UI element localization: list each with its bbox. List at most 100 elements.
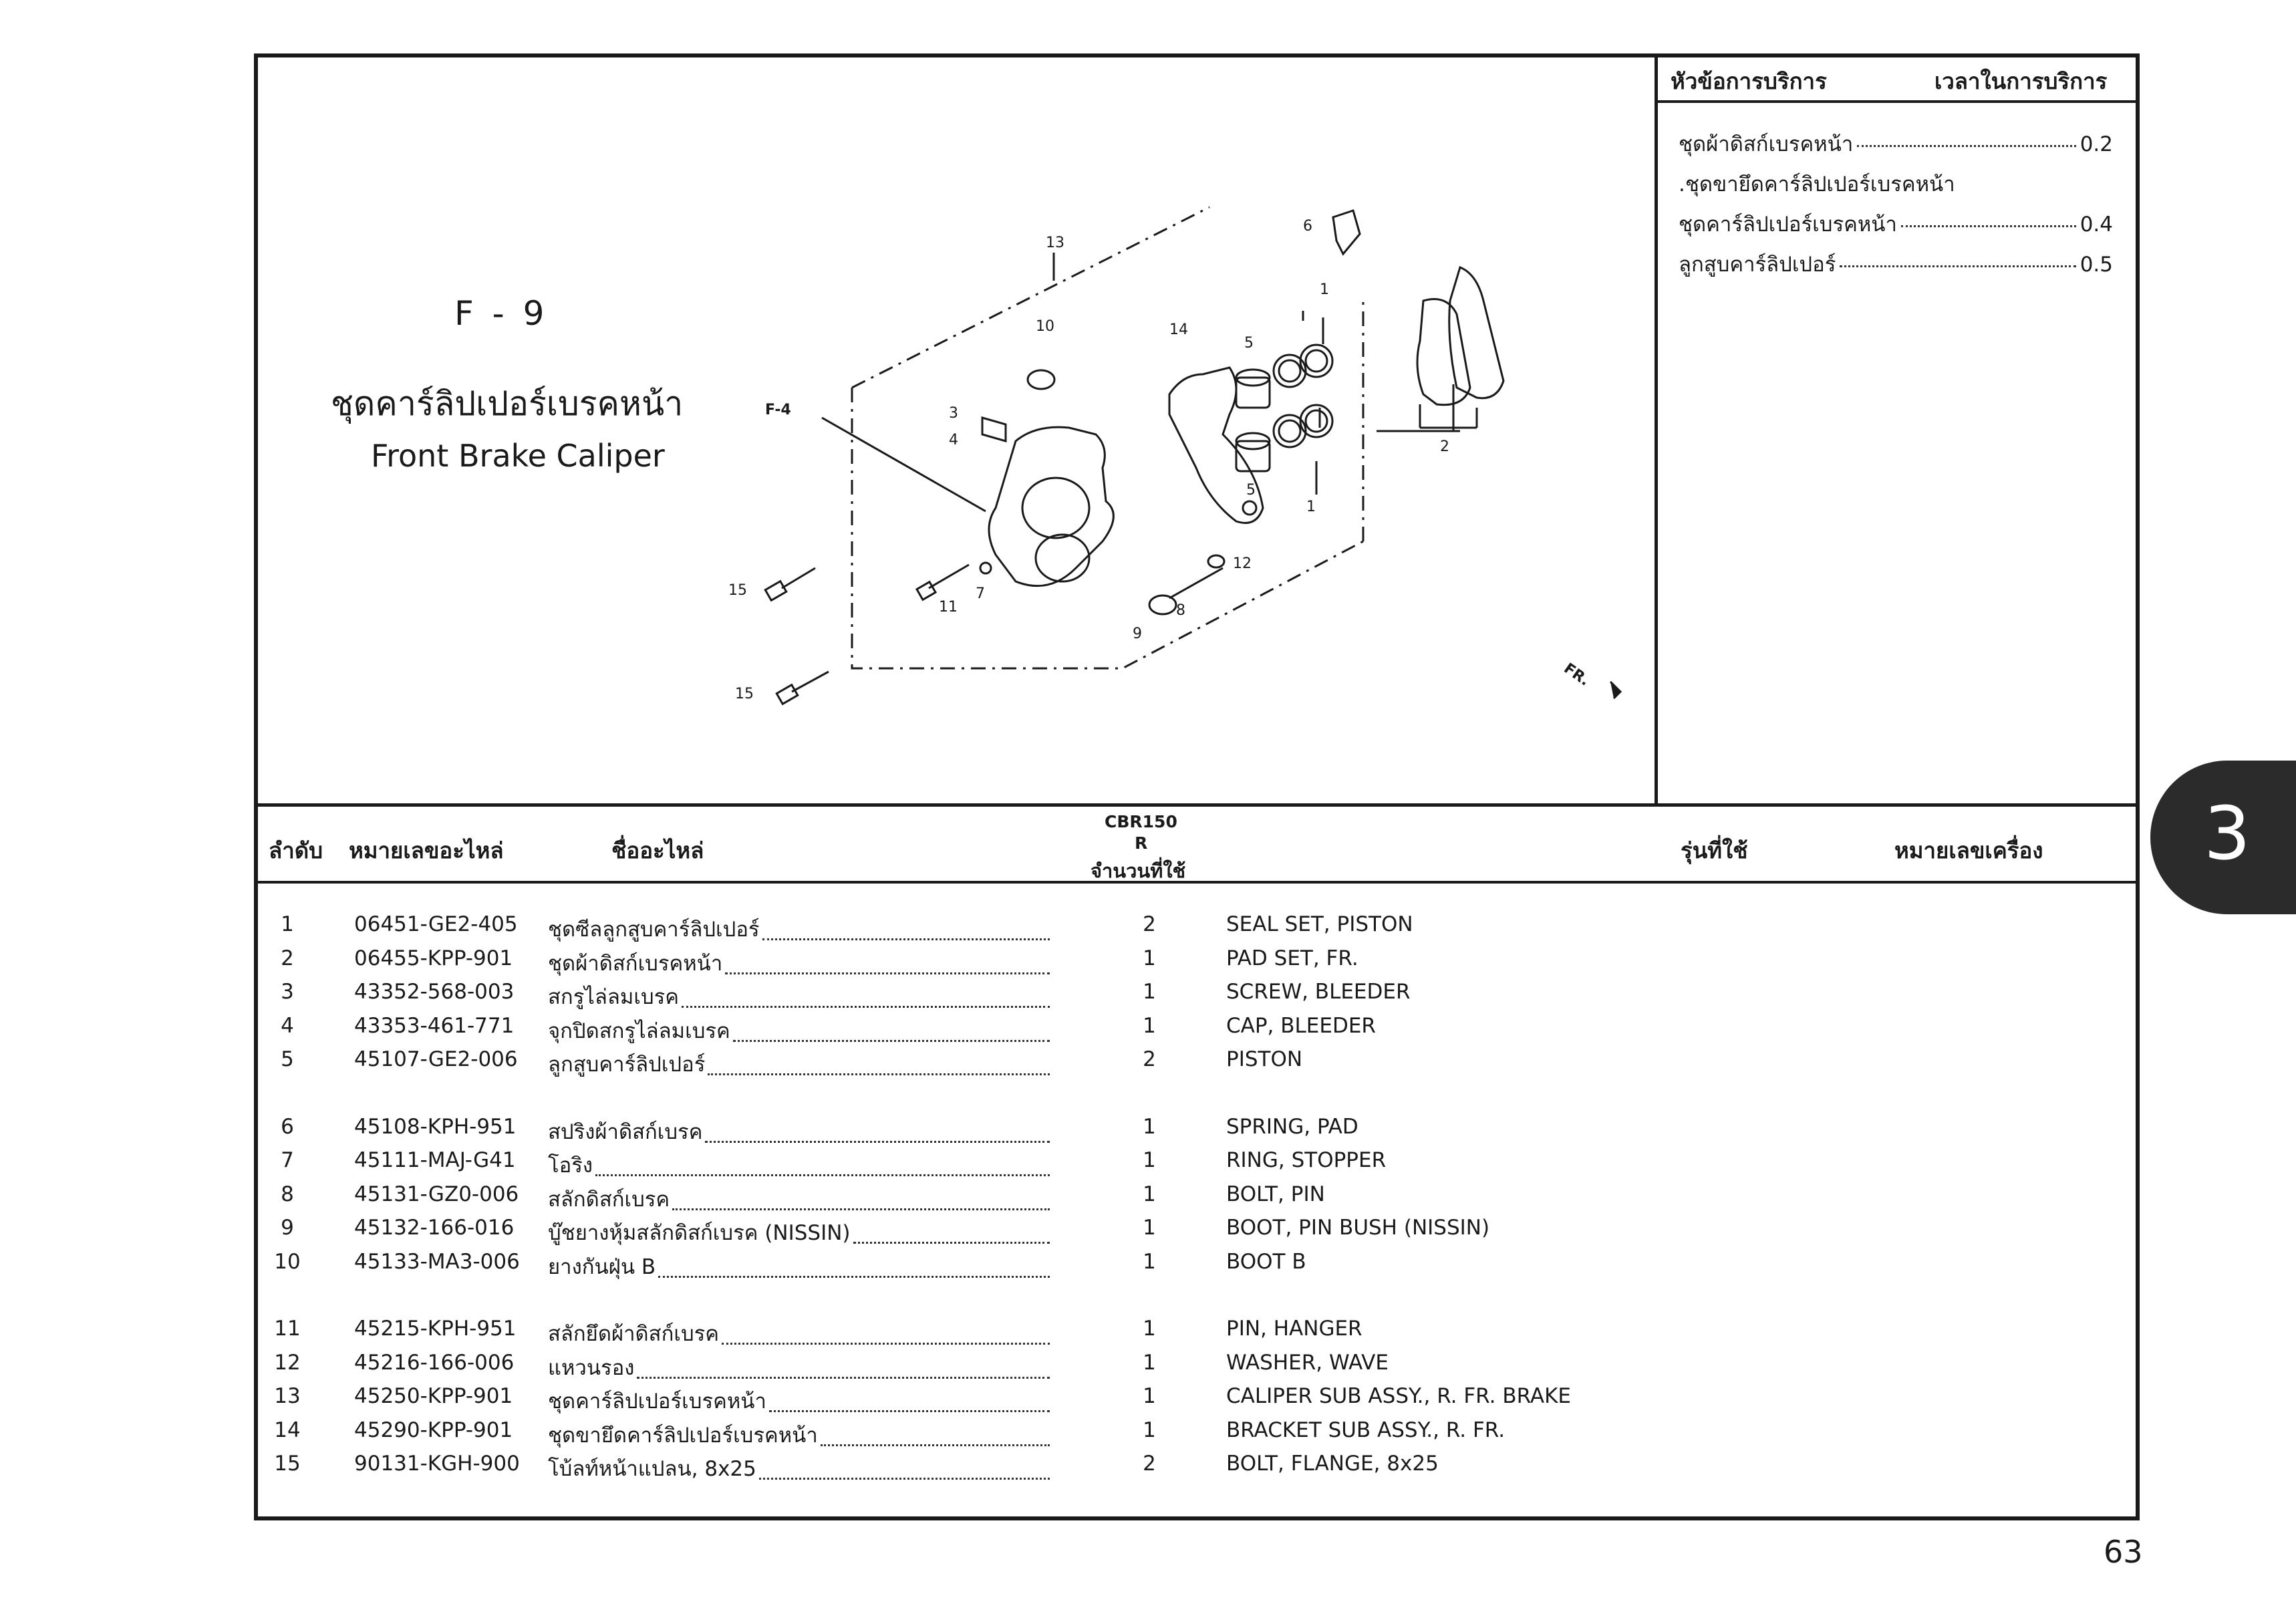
part-name-english: PAD SET, FR.: [1226, 946, 1358, 970]
quantity: 1: [1143, 1182, 1156, 1206]
leader-dots: [1857, 145, 2076, 147]
quantity: 1: [1143, 1216, 1156, 1240]
part-name-thai: บู๊ชยางหุ้มสลักดิสก์เบรค (NISSIN): [548, 1221, 851, 1245]
service-item: .ชุดขายึดคาร์ลิปเปอร์เบรคหน้า: [1679, 167, 2113, 200]
callout-13: 13: [1046, 235, 1064, 251]
service-header-rule: [1655, 100, 2140, 103]
leader-dots: [722, 1311, 1050, 1345]
quantity: 2: [1143, 912, 1156, 936]
header-engine-no: หมายเลขเครื่อง: [1894, 837, 2043, 863]
part-name-english: WASHER, WAVE: [1226, 1350, 1389, 1375]
part-name-thai-cell: ชุดขายึดคาร์ลิปเปอร์เบรคหน้า: [548, 1418, 1052, 1452]
service-item: ลูกสูบคาร์ลิปเปอร์ 0.5: [1679, 247, 2113, 281]
part-name-thai-cell: ลูกสูบคาร์ลิปเปอร์: [548, 1047, 1052, 1081]
part-name-thai: โอริง: [548, 1154, 593, 1178]
quantity: 1: [1143, 1418, 1156, 1442]
part-name-thai-cell: สลักยึดผ้าดิสก์เบรค: [548, 1317, 1052, 1350]
service-item: ชุดผ้าดิสก์เบรคหน้า 0.2: [1679, 127, 2113, 160]
leader-dots: [725, 941, 1050, 974]
header-qty: จำนวนที่ใช้: [1091, 859, 1186, 882]
part-number: 45290-KPP-901: [354, 1418, 513, 1442]
row-number: 7: [281, 1148, 294, 1172]
callout-10: 10: [1036, 318, 1054, 335]
row-number: 15: [274, 1452, 301, 1476]
leader-dots: [708, 1042, 1050, 1075]
quantity: 1: [1143, 1013, 1156, 1038]
part-name-thai: ชุดคาร์ลิปเปอร์เบรคหน้า: [548, 1389, 766, 1414]
quantity: 1: [1143, 946, 1156, 970]
header-model-variant: R: [1135, 833, 1148, 853]
service-item-label: ชุดคาร์ลิปเปอร์เบรคหน้า: [1679, 213, 1897, 237]
part-name-thai-cell: แหวนรอง: [548, 1351, 1052, 1384]
page-number: 63: [2104, 1534, 2143, 1570]
quantity: 1: [1143, 1114, 1156, 1139]
part-name-thai-cell: จุกปิดสกรูไล่ลมเบรค: [548, 1014, 1052, 1047]
part-name-thai: สปริงผ้าดิสก์เบรค: [548, 1119, 703, 1144]
service-topic-header: หัวข้อการบริการ: [1671, 68, 1827, 94]
part-number: 45132-166-016: [354, 1216, 515, 1240]
leader-dots: [672, 1177, 1050, 1210]
leader-dots: [637, 1345, 1050, 1379]
leader-dots: [853, 1210, 1050, 1244]
callout-5-bottom: 5: [1246, 482, 1256, 499]
row-number: 13: [274, 1384, 301, 1408]
part-number: 45108-KPH-951: [354, 1114, 517, 1139]
callout-11: 11: [939, 599, 958, 616]
part-name-english: SCREW, BLEEDER: [1226, 980, 1411, 1004]
service-item-label: ลูกสูบคาร์ลิปเปอร์: [1679, 253, 1836, 277]
service-item-time: 0.2: [2079, 132, 2113, 156]
part-number: 43353-461-771: [354, 1013, 515, 1038]
callout-2: 2: [1440, 438, 1449, 455]
leader-dots: [768, 1379, 1050, 1412]
part-name-english: BOLT, PIN: [1226, 1182, 1325, 1206]
part-name-thai-cell: ชุดคาร์ลิปเปอร์เบรคหน้า: [548, 1384, 1052, 1418]
part-name-english: BOOT B: [1226, 1249, 1306, 1274]
leader-dots: [595, 1143, 1050, 1176]
callout-7: 7: [976, 585, 985, 602]
figure-title-thai: ชุดคาร์ลิปเปอร์เบรคหน้า: [331, 384, 684, 423]
quantity: 1: [1143, 1384, 1156, 1408]
part-name-thai: สลักยึดผ้าดิสก์เบรค: [548, 1322, 720, 1346]
service-item: ชุดคาร์ลิปเปอร์เบรคหน้า 0.4: [1679, 207, 2113, 241]
part-name-english: BRACKET SUB ASSY., R. FR.: [1226, 1418, 1505, 1442]
callout-12: 12: [1233, 555, 1252, 572]
quantity: 2: [1143, 1452, 1156, 1476]
part-name-english: PIN, HANGER: [1226, 1317, 1362, 1341]
part-name-thai-cell: สกรูไล่ลมเบรค: [548, 980, 1052, 1013]
row-number: 5: [281, 1047, 294, 1071]
table-header-top-rule: [254, 803, 2140, 807]
callout-1-bottom: 1: [1306, 499, 1316, 515]
part-name-english: BOLT, FLANGE, 8x25: [1226, 1452, 1439, 1476]
service-item-time: 0.4: [2079, 213, 2113, 237]
header-no: ลำดับ: [269, 837, 323, 863]
header-model: CBR150: [1105, 812, 1177, 831]
quantity: 1: [1143, 1249, 1156, 1274]
quantity: 1: [1143, 1317, 1156, 1341]
part-name-thai: ชุดขายึดคาร์ลิปเปอร์เบรคหน้า: [548, 1423, 818, 1448]
page-frame: [254, 53, 2140, 1520]
part-name-english: BOOT, PIN BUSH (NISSIN): [1226, 1216, 1490, 1240]
figure-code: F - 9: [454, 294, 549, 333]
callout-F4: F-4: [765, 402, 791, 418]
callout-3: 3: [949, 405, 958, 422]
quantity: 1: [1143, 1350, 1156, 1375]
leader-dots: [762, 907, 1050, 940]
callout-9: 9: [1133, 626, 1142, 642]
part-number: 45216-166-006: [354, 1350, 515, 1375]
row-number: 1: [281, 912, 294, 936]
quantity: 1: [1143, 980, 1156, 1004]
part-number: 06455-KPP-901: [354, 946, 513, 970]
leader-dots: [732, 1009, 1050, 1042]
part-name-english: SEAL SET, PISTON: [1226, 912, 1413, 936]
callout-FR: FR.: [1560, 660, 1592, 690]
row-number: 9: [281, 1216, 294, 1240]
part-name-thai: สลักดิสก์เบรค: [548, 1187, 670, 1212]
diagram-callout-labels: 13 6 1 10 14 5 F-4 3 4 2 5 1 15 11 7 12 …: [728, 218, 1592, 702]
